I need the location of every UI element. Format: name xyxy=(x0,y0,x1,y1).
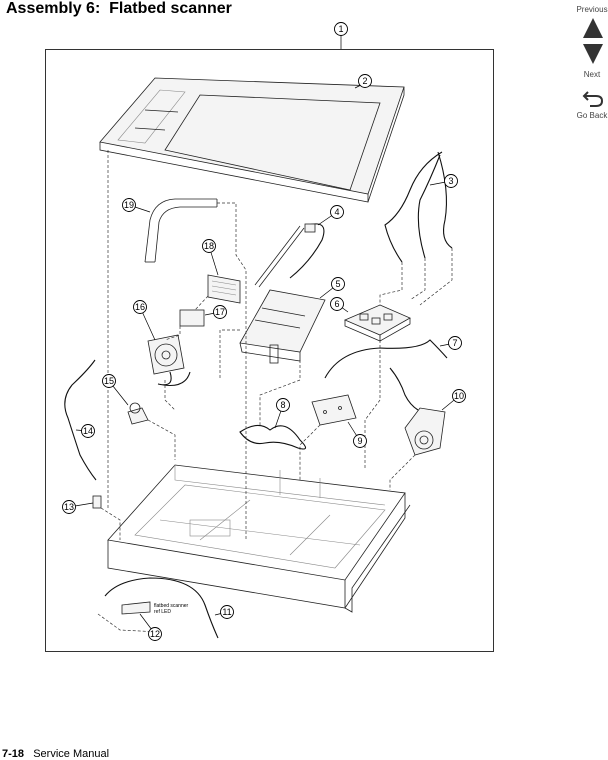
scanner-top-cover xyxy=(99,77,405,203)
callout-label: 19 xyxy=(124,200,134,210)
ref-led-assembly: flatbed scanner ref LED xyxy=(104,577,219,639)
callout-label: 1 xyxy=(338,24,343,34)
callout-3: 3 xyxy=(444,174,458,188)
go-back-label[interactable]: Go Back xyxy=(576,111,608,120)
callout-label: 2 xyxy=(362,76,367,86)
previous-label[interactable]: Previous xyxy=(576,5,608,14)
callout-14: 14 xyxy=(81,424,95,438)
callout-label: 10 xyxy=(454,391,464,401)
side-cable xyxy=(64,359,97,481)
go-back-icon[interactable] xyxy=(582,89,604,109)
cooling-fan xyxy=(147,334,191,387)
callout-19: 19 xyxy=(122,198,136,212)
next-label[interactable]: Next xyxy=(583,70,601,79)
ribbon-cable xyxy=(144,198,218,263)
sensor-bracket xyxy=(127,402,149,425)
callout-11: 11 xyxy=(220,605,234,619)
callout-label: 17 xyxy=(215,307,225,317)
diagram-frame xyxy=(45,49,494,652)
callout-5: 5 xyxy=(331,277,345,291)
long-cable xyxy=(324,339,448,379)
callout-9: 9 xyxy=(353,434,367,448)
led-annotation-line1: flatbed scanner xyxy=(154,603,189,609)
callout-label: 5 xyxy=(335,279,340,289)
operator-panel xyxy=(343,304,411,342)
callout-label: 6 xyxy=(334,299,339,309)
scanner-lamp-rod xyxy=(254,223,325,288)
drive-belt xyxy=(239,424,307,450)
callout-label: 7 xyxy=(452,338,457,348)
callout-label: 3 xyxy=(448,176,453,186)
scanner-base-frame xyxy=(107,464,411,613)
led-annotation-line2: ref LED xyxy=(154,609,171,615)
page-number: 7-18 xyxy=(2,748,25,760)
circuit-board xyxy=(311,394,357,426)
alignment-lines xyxy=(97,150,453,633)
next-arrow-icon[interactable] xyxy=(582,43,604,65)
callout-label: 15 xyxy=(104,376,114,386)
exploded-view-diagram: flatbed scanner ref LED xyxy=(62,22,466,641)
callout-1: 1 xyxy=(334,22,348,36)
callout-8: 8 xyxy=(276,398,290,412)
scanner-carriage xyxy=(239,289,326,364)
foam-pad xyxy=(179,309,205,327)
callout-18: 18 xyxy=(202,239,216,253)
page-title: Assembly 6: Flatbed scanner xyxy=(6,0,232,17)
callout-label: 4 xyxy=(334,207,339,217)
callout-6: 6 xyxy=(330,297,344,311)
cable-harness xyxy=(384,151,453,263)
callout-label: 16 xyxy=(135,302,145,312)
callout-13: 13 xyxy=(62,500,76,514)
page-footer: 7-18 Service Manual xyxy=(2,748,109,760)
callout-label: 14 xyxy=(83,426,93,436)
callout-4: 4 xyxy=(330,205,344,219)
callout-12: 12 xyxy=(148,627,162,641)
callout-17: 17 xyxy=(213,305,227,319)
callout-16: 16 xyxy=(133,300,147,314)
callout-7: 7 xyxy=(448,336,462,350)
previous-arrow-icon[interactable] xyxy=(582,17,604,39)
small-bracket xyxy=(92,495,102,509)
filter-block xyxy=(207,274,241,304)
scanner-motor xyxy=(389,367,446,456)
callout-label: 11 xyxy=(222,607,231,617)
callout-label: 9 xyxy=(357,436,362,446)
callout-2: 2 xyxy=(358,74,372,88)
manual-label: Service Manual xyxy=(33,748,110,760)
callout-10: 10 xyxy=(452,389,466,403)
callout-label: 18 xyxy=(204,241,214,251)
callout-label: 12 xyxy=(150,629,160,639)
callout-label: 13 xyxy=(64,502,74,512)
callout-label: 8 xyxy=(280,400,285,410)
callout-15: 15 xyxy=(102,374,116,388)
